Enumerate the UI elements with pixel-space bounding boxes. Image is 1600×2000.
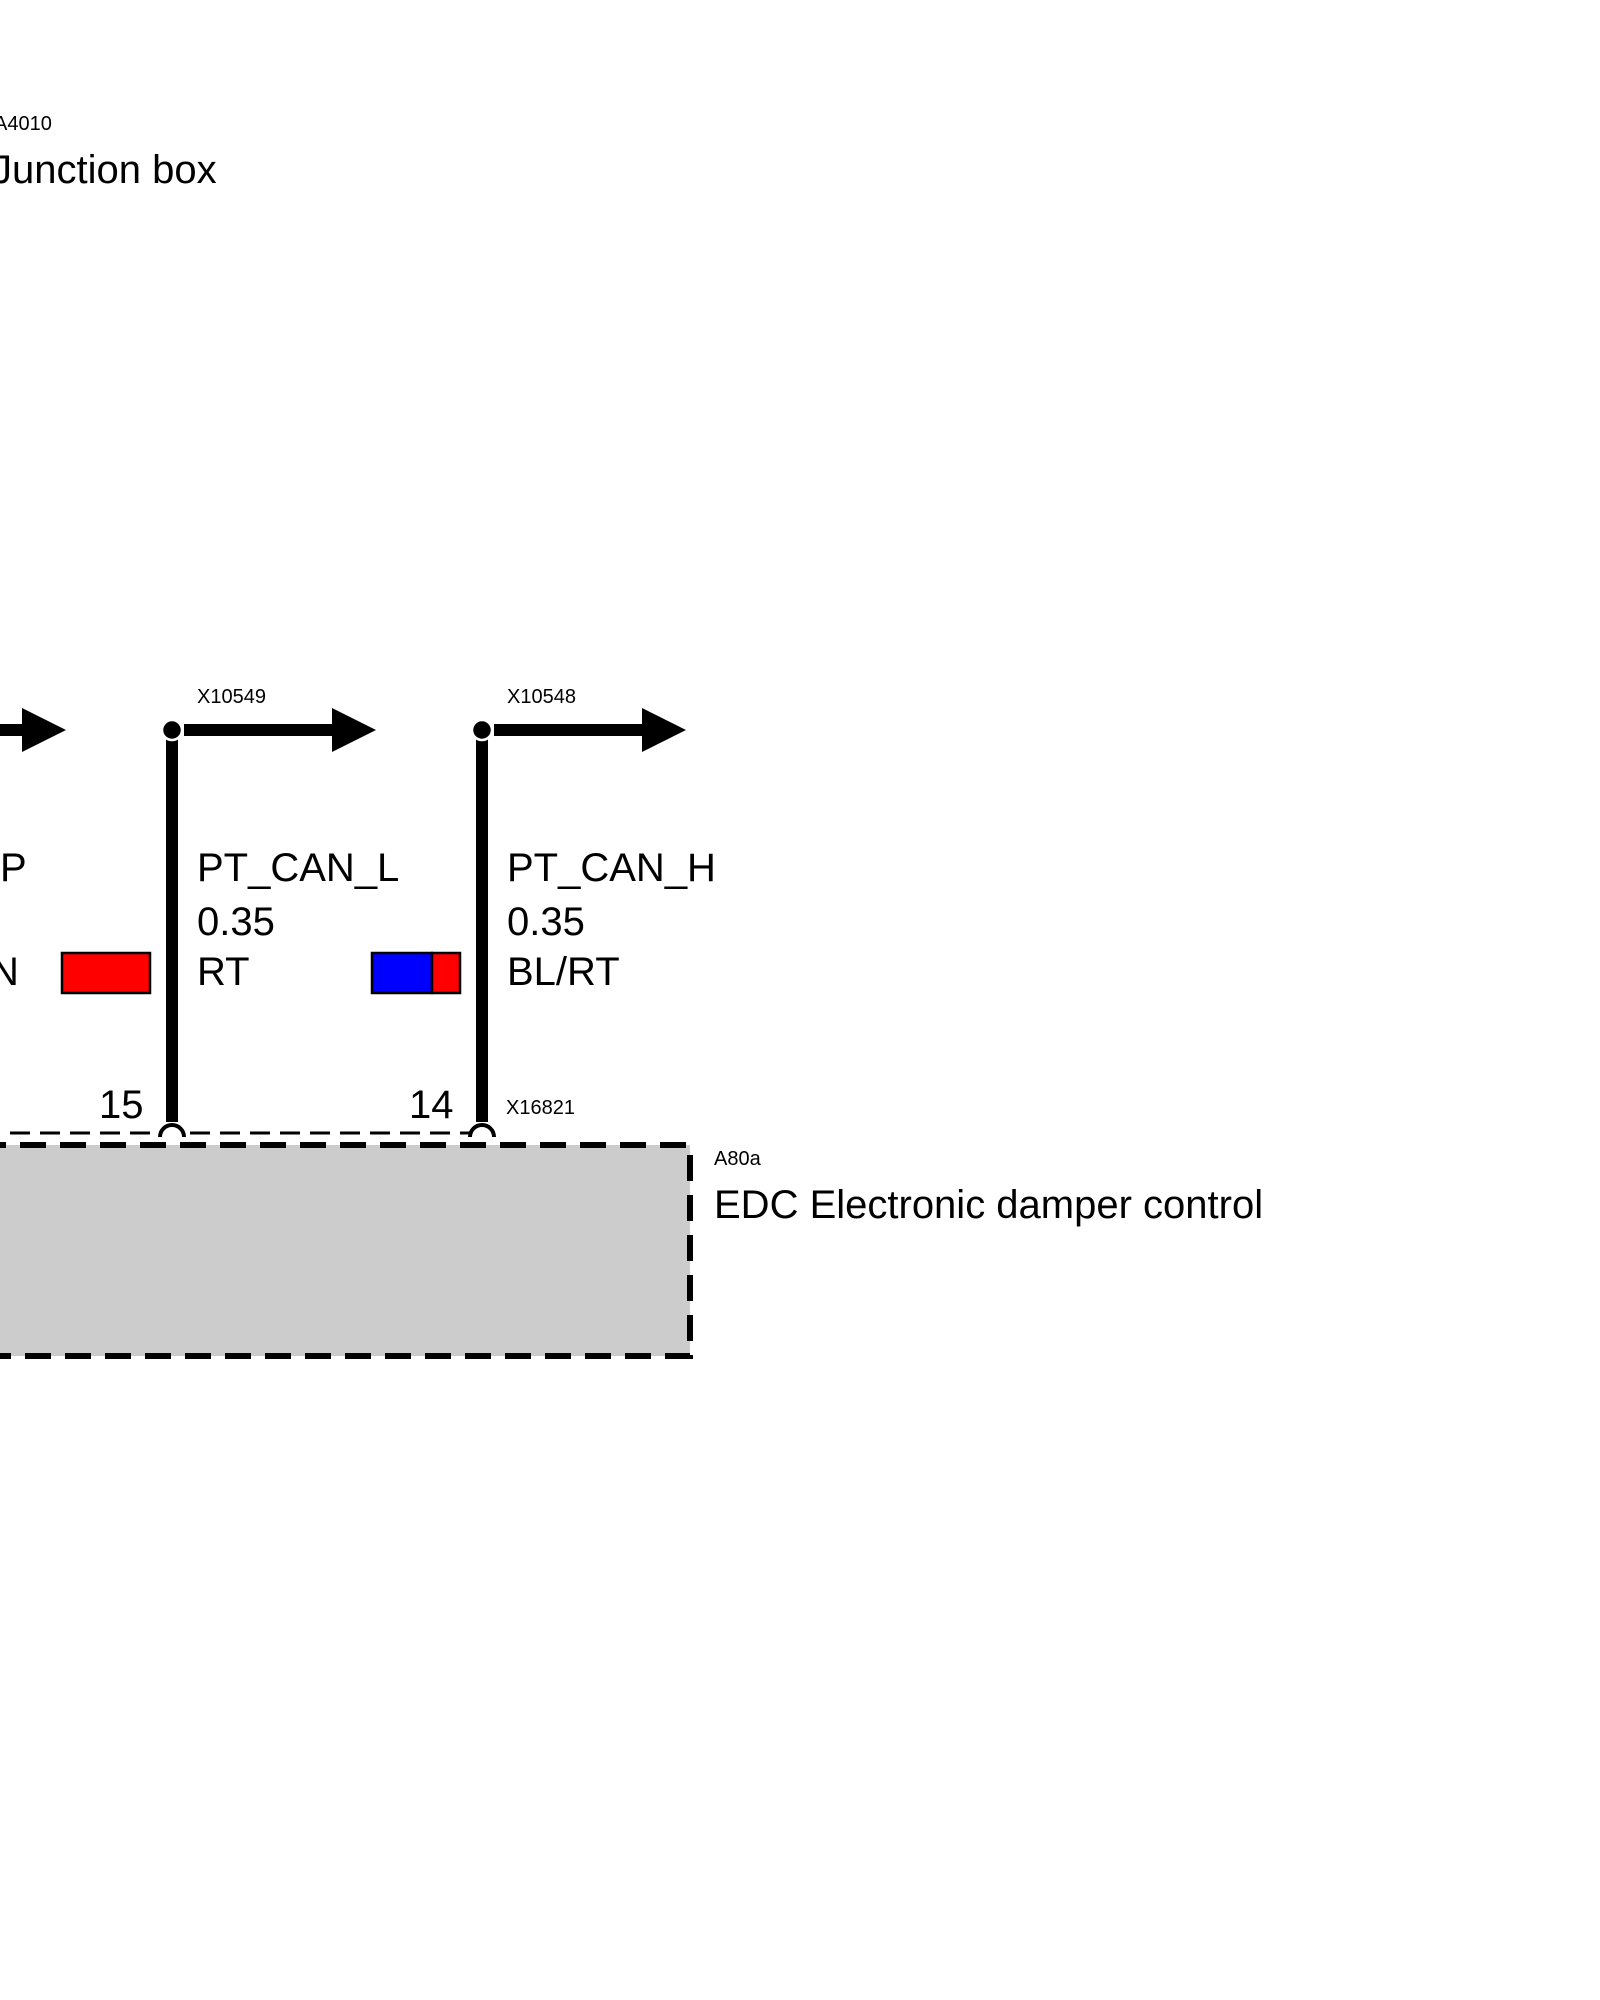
wire-pt-can-h-color-swatch-primary <box>370 951 434 995</box>
module-connector-id: X16821 <box>506 1097 575 1119</box>
wire-pt-can-l-junction-dot <box>160 718 184 742</box>
wire-pt-can-l: X10549 PT_CAN_L 0.35 RT 15 <box>99 686 399 1138</box>
wire-pt-can-h: X10548 PT_CAN_H 0.35 BL/RT 14 <box>370 686 716 1138</box>
wire-pt-can-h-pin-contact <box>468 1123 496 1138</box>
wire-pt-can-l-pin-contact <box>158 1123 186 1138</box>
wire-pt-can-l-gauge: 0.35 <box>197 900 275 944</box>
wire-pt-can-h-color-code: BL/RT <box>507 950 620 994</box>
wire-pt-can-h-gauge: 0.35 <box>507 900 585 944</box>
wire-pt-can-h-pin: 14 <box>409 1083 454 1127</box>
wire-pt-can-h-junction-dot <box>470 718 494 742</box>
wire-left-signal: P <box>0 846 27 890</box>
wire-pt-can-h-color-swatch-stripe <box>430 951 462 995</box>
wire-pt-can-h-signal: PT_CAN_H <box>507 846 716 890</box>
junction-box-name: Junction box <box>0 148 217 192</box>
edc-module-id: A80a <box>714 1148 762 1170</box>
wire-pt-can-h-connector: X10548 <box>507 686 576 708</box>
junction-box-id: A4010 <box>0 113 52 135</box>
wire-pt-can-l-connector: X10549 <box>197 686 266 708</box>
edc-module-block <box>0 1142 693 1359</box>
wire-left: P N <box>0 708 152 995</box>
wire-pt-can-h-arrowhead <box>642 708 686 752</box>
wire-pt-can-l-color-code: RT <box>197 950 250 994</box>
wire-pt-can-l-arrowhead <box>332 708 376 752</box>
wire-pt-can-l-pin: 15 <box>99 1083 144 1127</box>
wire-left-arrowhead <box>22 708 66 752</box>
edc-module-name: EDC Electronic damper control <box>714 1183 1263 1227</box>
wire-left-color-code: N <box>0 950 19 994</box>
wire-left-color-swatch <box>60 951 152 995</box>
wire-pt-can-l-signal: PT_CAN_L <box>197 846 399 890</box>
